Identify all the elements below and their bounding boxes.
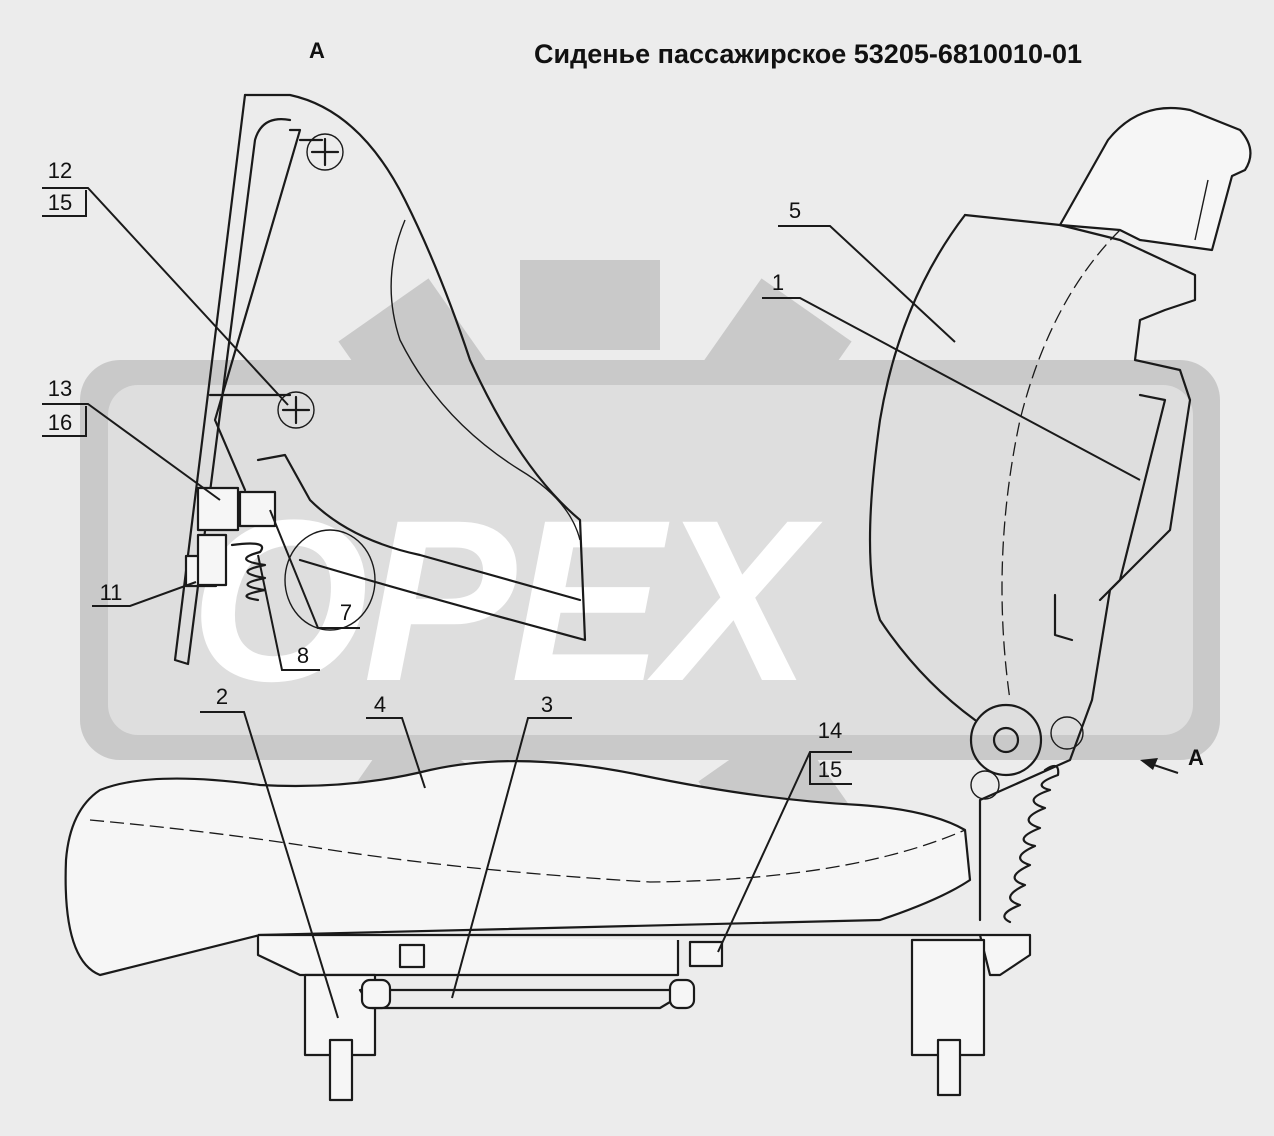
callout-4-label: 4 (374, 692, 386, 717)
callout-4: 4 (366, 692, 426, 789)
callout-11-label: 11 (100, 580, 123, 605)
callout-2-label: 2 (216, 684, 228, 709)
callout-14-15-label: 15 (818, 757, 842, 782)
callout-11: 11 (92, 580, 197, 607)
spring-8 (230, 542, 267, 602)
callout-14-label: 14 (818, 718, 842, 743)
callout-12-15: 12 15 (42, 158, 289, 406)
drawing-title: Сиденье пассажирское 53205-6810010-01 (534, 39, 1082, 69)
view-label: A (309, 38, 325, 63)
view-a-backrest (173, 93, 587, 666)
callout-12-label: 12 (48, 158, 72, 183)
callout-13-label: 13 (48, 376, 72, 401)
callout-16-label: 16 (48, 410, 72, 435)
callout-8: 8 (257, 554, 320, 671)
seat-side-view (64, 106, 1252, 1102)
callout-15-label: 15 (48, 190, 72, 215)
callout-8-label: 8 (297, 643, 309, 668)
view-arrow-label: A (1188, 745, 1204, 770)
callout-5-label: 5 (789, 198, 801, 223)
callout-3-label: 3 (541, 692, 553, 717)
callout-14-15: 14 15 (717, 718, 852, 953)
callout-1-label: 1 (772, 270, 784, 295)
view-a-arrow: A (1140, 745, 1204, 774)
callout-2: 2 (200, 684, 339, 1019)
callout-7-label: 7 (340, 600, 352, 625)
callout-13-16: 13 16 (42, 376, 221, 501)
callout-1: 1 (762, 270, 1141, 481)
callout-3: 3 (451, 692, 572, 999)
callout-5: 5 (778, 198, 956, 343)
callout-7: 7 (269, 509, 360, 629)
watermark-text: OPEX (190, 472, 823, 729)
